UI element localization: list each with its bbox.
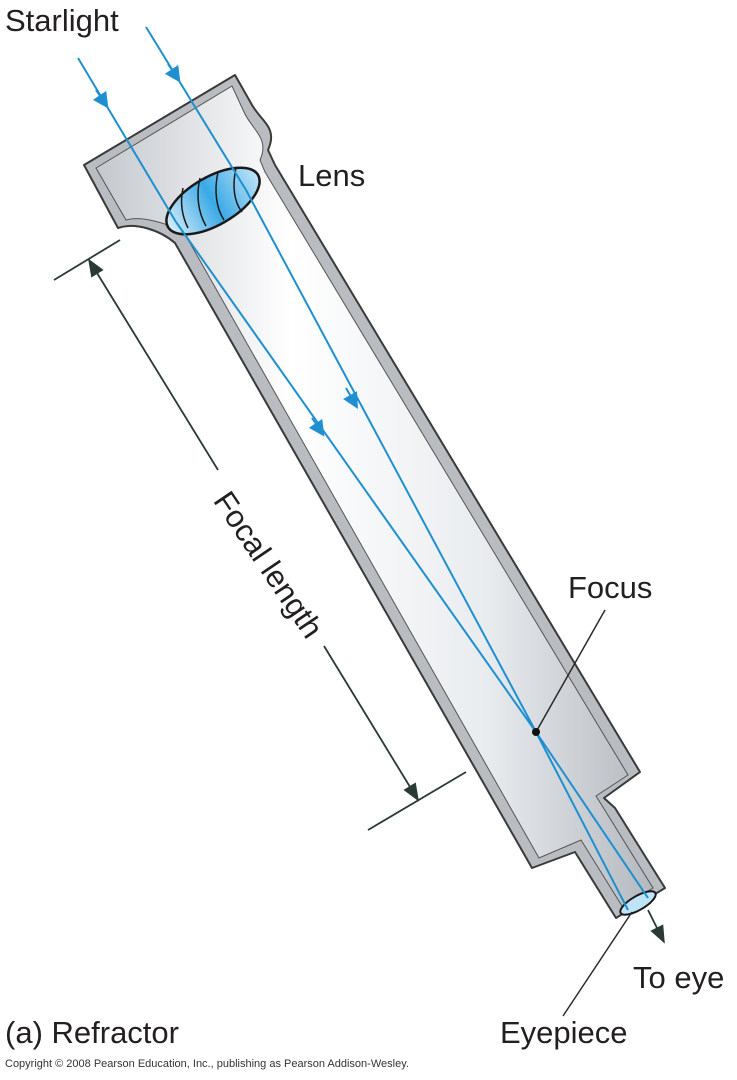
copyright-notice: Copyright © 2008 Pearson Education, Inc.… xyxy=(5,1058,409,1070)
to-eye-arrow xyxy=(647,909,665,944)
objective-lens xyxy=(165,166,261,236)
focal-tick-bottom xyxy=(367,771,467,831)
focal-arrow-lower xyxy=(323,645,419,802)
ray-2-incoming xyxy=(145,26,247,191)
figure-caption: (a) Refractor xyxy=(5,1015,179,1050)
focal-tick-top xyxy=(53,239,121,281)
focal-length-dimension xyxy=(53,239,467,831)
focus-marker xyxy=(532,609,606,736)
light-rays xyxy=(77,26,649,911)
ray-arrow xyxy=(92,89,109,109)
ray-1-incoming xyxy=(77,57,177,223)
to-eye-label: To eye xyxy=(633,960,725,995)
ray-arrow xyxy=(164,63,181,83)
focus-label: Focus xyxy=(568,570,653,605)
ray-arrow xyxy=(343,387,358,409)
ray-2-exit xyxy=(535,731,629,911)
focal-arrow-upper xyxy=(88,258,219,471)
eyepiece-label: Eyepiece xyxy=(500,1015,628,1050)
ray-1-exit xyxy=(535,731,649,899)
lens-label: Lens xyxy=(298,158,366,193)
ray-1-refracted xyxy=(175,221,537,733)
eyepiece-leader xyxy=(562,911,633,1017)
focus-point xyxy=(532,728,540,736)
ray-arrow xyxy=(308,417,325,437)
starlight-label: Starlight xyxy=(5,3,119,38)
ray-2-refracted xyxy=(245,189,537,733)
